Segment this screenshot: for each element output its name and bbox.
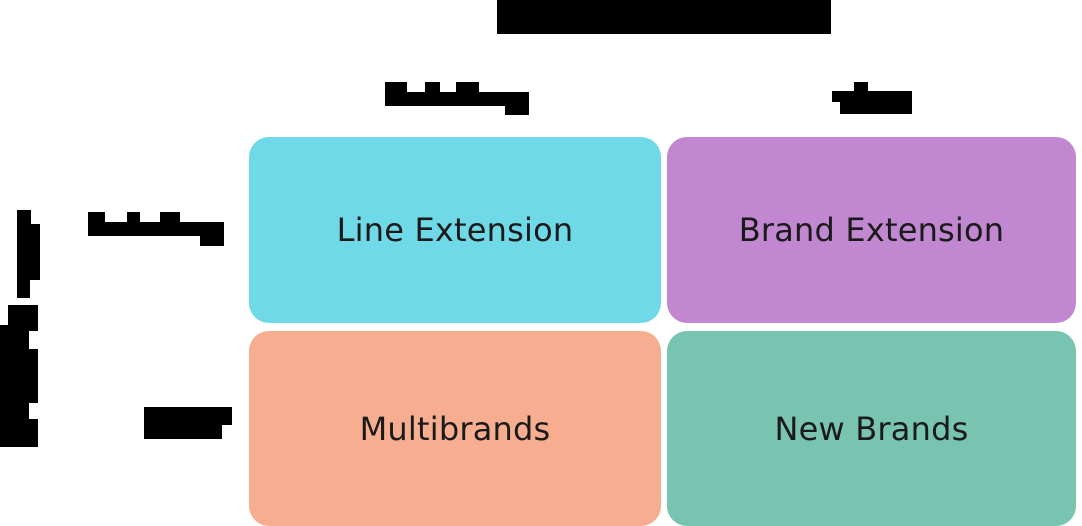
- y-axis-title-segment-lower: [0, 305, 38, 447]
- glyph-notch: [868, 82, 912, 91]
- matrix-cell-new-brands[interactable]: New Brands: [667, 331, 1076, 526]
- matrix-cell-label: Multibrands: [359, 409, 551, 448]
- y-axis-title-segment-upper: [8, 210, 40, 302]
- glyph-notch: [31, 210, 40, 224]
- glyph-notch: [30, 280, 40, 298]
- glyph-notch: [105, 212, 127, 222]
- glyph-notch: [479, 82, 529, 92]
- glyph-notch: [140, 212, 160, 222]
- page-title: [497, 0, 831, 34]
- glyph-notch: [407, 82, 425, 92]
- matrix-cell-label: Line Extension: [336, 211, 574, 249]
- matrix-cell-line-extension[interactable]: Line Extension: [249, 137, 661, 323]
- glyph-notch: [385, 106, 505, 115]
- glyph-notch: [0, 305, 8, 325]
- glyph-notch: [832, 102, 840, 114]
- glyph-notch: [440, 82, 456, 92]
- row-header-existing: [88, 212, 224, 246]
- glyph-notch: [8, 210, 17, 302]
- glyph-notch: [222, 425, 232, 439]
- matrix-cell-multibrands[interactable]: Multibrands: [249, 331, 661, 526]
- column-header-existing: [385, 82, 529, 115]
- glyph-notch: [180, 212, 224, 222]
- matrix-cell-label: Brand Extension: [738, 211, 1005, 249]
- matrix-cell-label: New Brands: [774, 409, 969, 448]
- glyph-notch: [832, 82, 854, 91]
- glyph-notch: [29, 403, 38, 419]
- row-header-new: [144, 407, 232, 439]
- glyph-notch: [88, 236, 200, 246]
- column-header-new: [832, 82, 912, 114]
- glyph-notch: [29, 331, 38, 349]
- matrix-cell-brand-extension[interactable]: Brand Extension: [667, 137, 1076, 323]
